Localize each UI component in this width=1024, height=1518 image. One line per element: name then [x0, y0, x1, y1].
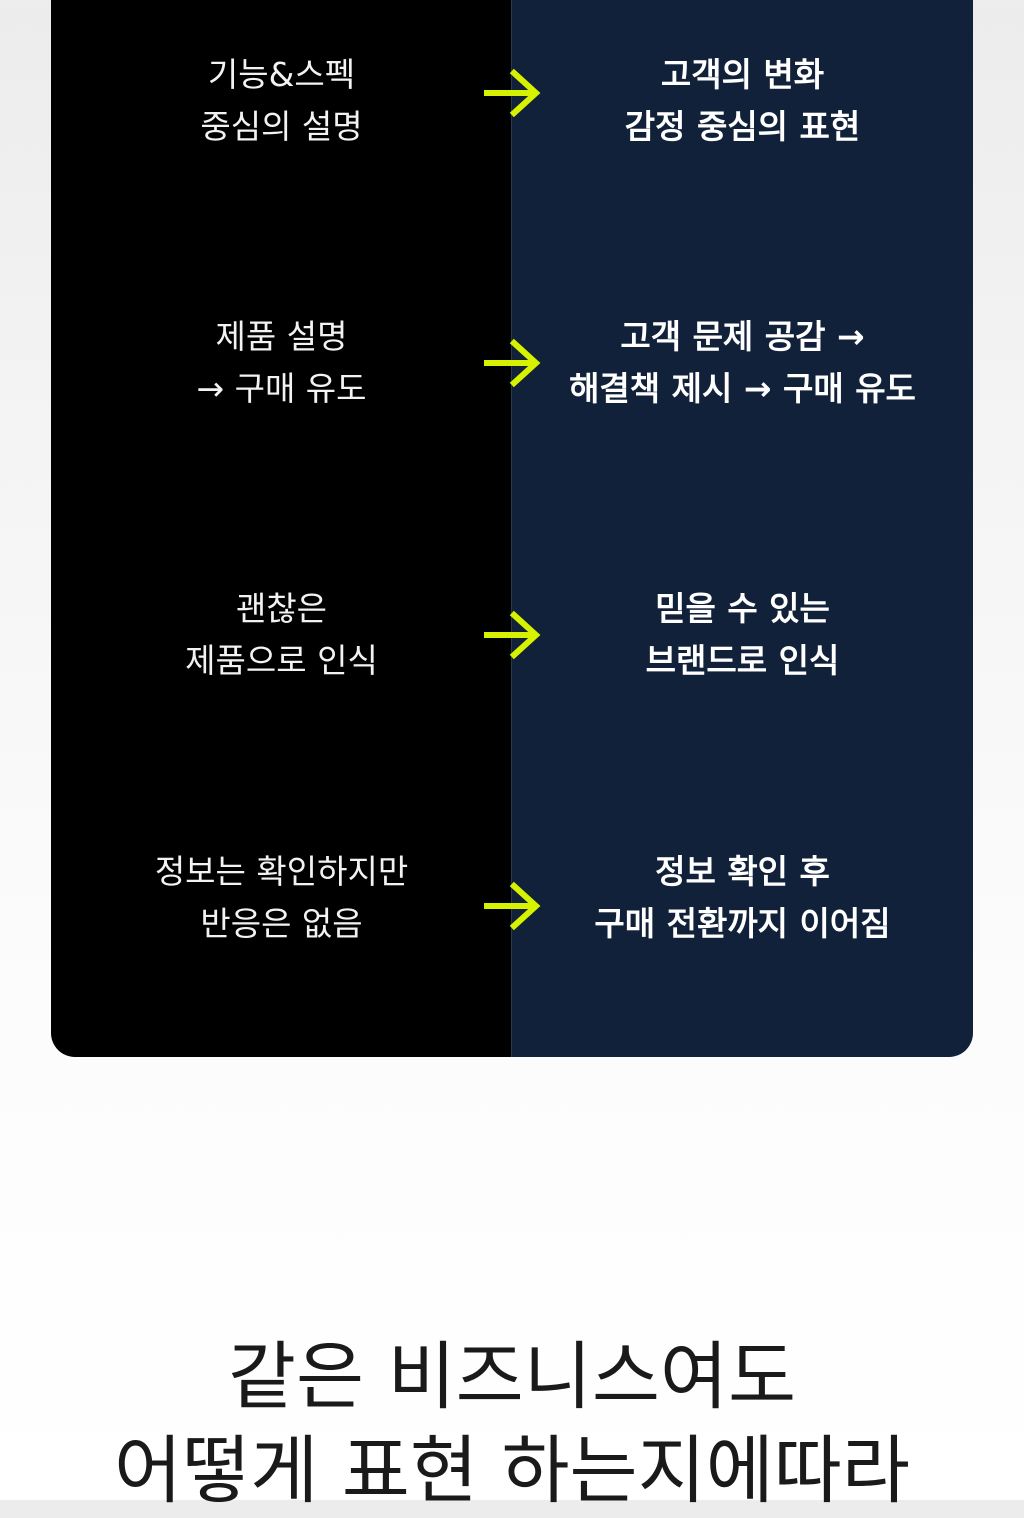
before-item-3: 괜찮은 제품으로 인식 — [51, 575, 512, 695]
arrow-right-icon — [484, 335, 542, 391]
after-item-4-line-1: 정보 확인 후 — [655, 852, 830, 891]
arrow-right-icon — [484, 607, 542, 663]
arrow-right-icon — [484, 878, 542, 934]
before-item-4-line-1: 정보는 확인하지만 — [154, 852, 409, 891]
before-item-2-line-2: → 구매 유도 — [196, 369, 367, 408]
after-item-2-line-1: 고객 문제 공감 → — [620, 317, 865, 356]
after-item-4-line-2: 구매 전환까지 이어짐 — [594, 904, 891, 943]
after-item-3-line-1: 믿을 수 있는 — [655, 589, 830, 628]
after-item-2-line-2: 해결책 제시 → 구매 유도 — [569, 369, 916, 408]
arrow-right-icon — [484, 65, 542, 121]
headline-line-2: 어떻게 표현 하는지에따라 — [114, 1428, 910, 1514]
before-item-4-line-2: 반응은 없음 — [200, 904, 363, 943]
after-item-1: 고객의 변화 감정 중심의 표현 — [512, 41, 973, 161]
comparison-card: 기능&스펙 중심의 설명 제품 설명 → 구매 유도 괜찮은 제품으로 인식 정… — [51, 0, 973, 1057]
after-column: 고객의 변화 감정 중심의 표현 고객 문제 공감 → 해결책 제시 → 구매 … — [512, 0, 973, 1057]
after-item-1-line-2: 감정 중심의 표현 — [624, 107, 861, 146]
after-item-3-line-2: 브랜드로 인식 — [645, 641, 840, 680]
before-item-3-line-2: 제품으로 인식 — [185, 641, 378, 680]
after-item-4: 정보 확인 후 구매 전환까지 이어짐 — [512, 838, 973, 958]
section-headline: 같은 비즈니스여도 어떻게 표현 하는지에따라 — [0, 1330, 1024, 1518]
after-item-1-line-1: 고객의 변화 — [660, 55, 825, 94]
before-item-1-line-2: 중심의 설명 — [200, 107, 363, 146]
column-divider — [511, 0, 512, 1057]
before-item-2-line-1: 제품 설명 — [215, 317, 348, 356]
before-item-1-line-1: 기능&스펙 — [207, 55, 356, 94]
after-item-2: 고객 문제 공감 → 해결책 제시 → 구매 유도 — [512, 303, 973, 423]
after-item-3: 믿을 수 있는 브랜드로 인식 — [512, 575, 973, 695]
before-item-4: 정보는 확인하지만 반응은 없음 — [51, 838, 512, 958]
headline-line-1: 같은 비즈니스여도 — [227, 1334, 797, 1420]
before-column: 기능&스펙 중심의 설명 제품 설명 → 구매 유도 괜찮은 제품으로 인식 정… — [51, 0, 512, 1057]
before-item-1: 기능&스펙 중심의 설명 — [51, 41, 512, 161]
before-item-2: 제품 설명 → 구매 유도 — [51, 303, 512, 423]
before-item-3-line-1: 괜찮은 — [235, 589, 328, 628]
